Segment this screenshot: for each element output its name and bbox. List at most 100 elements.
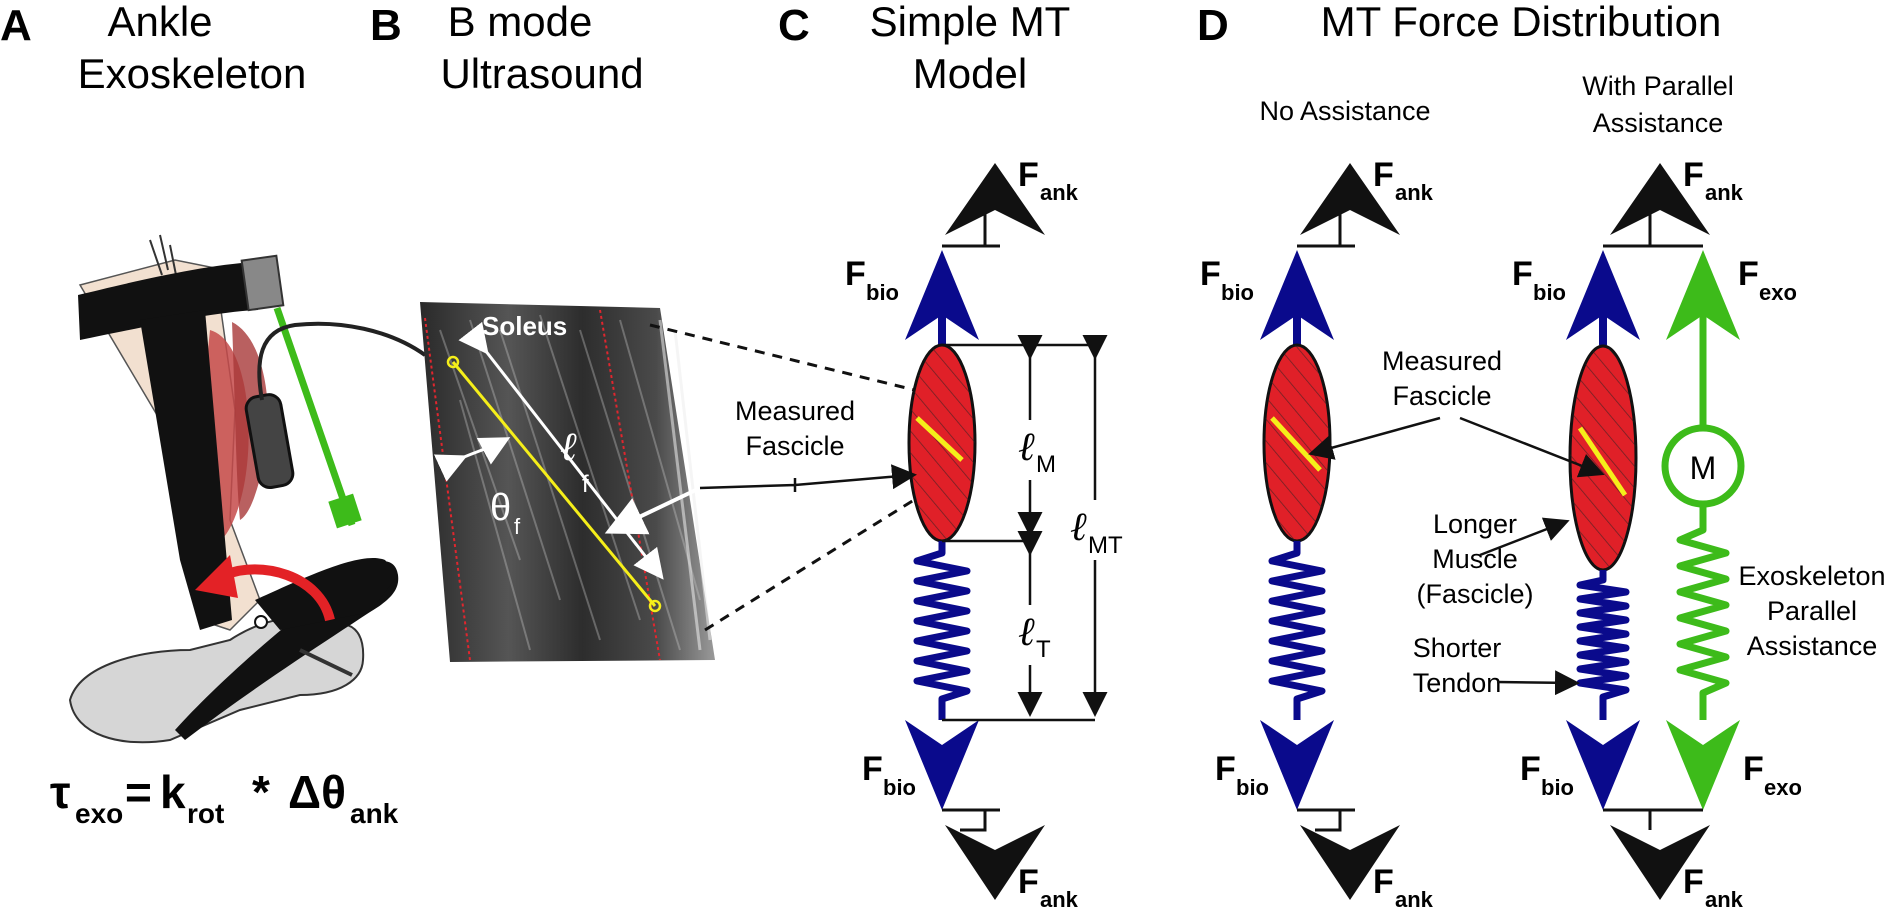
exo-spring-cable [273, 306, 356, 527]
d2-top-bio-arrow [1566, 250, 1640, 340]
d1-tendon-spring [1268, 541, 1326, 720]
exoskeleton-illustration [68, 234, 427, 744]
fascicle-length-symbol: ℓ [560, 424, 577, 470]
c-top-bio-F: F [845, 255, 866, 293]
panel-c-title-line2: Model [913, 50, 1027, 97]
d2-bottom-exo-sub: exo [1764, 775, 1802, 800]
d1-bottom-bio-sub: bio [1236, 775, 1269, 800]
lT-sub: T [1036, 636, 1051, 663]
d1-bottom-ank-F: F [1373, 863, 1394, 901]
d2-bottom-exo-F: F [1743, 750, 1764, 788]
d2-top-exo-arrow [1666, 250, 1740, 340]
pennation-angle-arc [433, 437, 511, 482]
c-top-ank-arrow [945, 163, 1045, 235]
exo-torque-equation: τ exo = k rot * Δθ ank [50, 766, 399, 829]
lM-sub: M [1036, 451, 1056, 478]
eq-k: k [160, 766, 186, 818]
panel-d-header: D MT Force Distribution [1197, 0, 1721, 50]
panel-letter-d: D [1197, 1, 1229, 50]
d2-bottom-bio-arrow [1566, 720, 1640, 810]
longer-line1: Longer [1433, 509, 1517, 539]
c-tendon-spring [913, 541, 971, 720]
c-bottom-ank-F: F [1018, 863, 1039, 901]
c-top-bio-sub: bio [866, 280, 899, 305]
shorter-line2: Tendon [1413, 668, 1502, 698]
panel-letter-c: C [778, 1, 810, 50]
c-measured-line2: Fascicle [745, 431, 844, 461]
d1-bottom-bio-arrow [1260, 720, 1334, 810]
d1-top-bio-F: F [1200, 255, 1221, 293]
c-bottom-ank-arrow [945, 825, 1045, 900]
no-assistance-label: No Assistance [1259, 96, 1430, 126]
panel-b-title-line2: Ultrasound [440, 50, 643, 97]
d2-bottom-bio-F: F [1520, 750, 1541, 788]
exo-line3: Assistance [1747, 631, 1878, 661]
d2-bottom-exo-arrow [1666, 720, 1740, 810]
eq-tau: τ [50, 766, 71, 818]
d2-bottom-ank-sub: ank [1705, 887, 1744, 912]
panel-b-header: B B mode Ultrasound [370, 0, 644, 97]
pennation-angle-sub: f [514, 514, 521, 539]
d2-top-exo-sub: exo [1759, 280, 1797, 305]
eq-k-sub: rot [187, 798, 224, 829]
longer-line3: (Fascicle) [1416, 579, 1533, 609]
fascicle-length-sub: f [582, 471, 589, 498]
eq-equals: = [125, 766, 152, 818]
ultrasound-image: Soleus ℓ f θ f [420, 302, 715, 662]
d1-top-bio-arrow [1260, 250, 1334, 340]
cuff-strap [78, 262, 258, 340]
eq-tau-sub: exo [75, 798, 123, 829]
force-distribution: No Assistance With Parallel Assistance F… [1200, 71, 1886, 912]
with-parallel-line1: With Parallel [1582, 71, 1734, 101]
panel-d-title: MT Force Distribution [1321, 0, 1722, 45]
d2-exo-spring [1676, 504, 1730, 720]
lMT-symbol: ℓ [1070, 504, 1087, 550]
d2-bottom-bio-sub: bio [1541, 775, 1574, 800]
c-fascicle [915, 416, 964, 462]
d1-top-bio-sub: bio [1221, 280, 1254, 305]
fascicle-length-arrow [458, 321, 664, 580]
svg-text:τ: τ [50, 766, 71, 818]
panel-a-header: A Ankle Exoskeleton [0, 0, 306, 97]
d1-top-ank-F: F [1373, 156, 1394, 194]
spring-anchor [240, 254, 285, 312]
shank-strut [140, 310, 232, 630]
simple-mt-model: F ank F bio F bio F ank ℓ M ℓ T ℓ MT Mea… [699, 156, 1130, 912]
c-bottom-bio-arrow [905, 720, 979, 810]
d-measured-line2: Fascicle [1392, 381, 1491, 411]
panel-letter-b: B [370, 1, 402, 50]
exo-spring-clutch [328, 493, 362, 529]
d2-top-bio-F: F [1512, 255, 1533, 293]
c-measured-line1: Measured [735, 396, 855, 426]
panel-letter-a: A [0, 1, 32, 50]
panel-c-header: C Simple MT Model [778, 0, 1070, 97]
d-measured-line1: Measured [1382, 346, 1502, 376]
lM-symbol: ℓ [1018, 424, 1035, 470]
c-top-ank-F: F [1018, 156, 1039, 194]
exo-line1: Exoskeleton [1738, 561, 1885, 591]
panel-c-title-line1: Simple MT [870, 0, 1071, 45]
soleus-label: Soleus [482, 311, 567, 341]
d1-bottom-bio-F: F [1215, 750, 1236, 788]
d2-top-bio-sub: bio [1533, 280, 1566, 305]
motor-label: M [1690, 450, 1717, 486]
panel-a-title-line2: Exoskeleton [78, 50, 307, 97]
longer-line2: Muscle [1432, 544, 1518, 574]
ultrasound-frame [420, 302, 715, 662]
lMT-sub: MT [1088, 532, 1123, 559]
d1-top-ank-sub: ank [1395, 180, 1434, 205]
panel-b-title-line1: B mode [448, 0, 593, 45]
d2-bottom-ank-F: F [1683, 863, 1704, 901]
c-top-ank-sub: ank [1040, 180, 1079, 205]
with-parallel-line2: Assistance [1593, 108, 1724, 138]
eq-times: * [252, 766, 270, 818]
d2-top-exo-F: F [1738, 255, 1759, 293]
ankle-pivot [254, 615, 268, 629]
d1-bottom-ank-sub: ank [1395, 887, 1434, 912]
c-bottom-ank-sub: ank [1040, 887, 1079, 912]
eq-delta-sub: ank [350, 798, 399, 829]
c-bottom-bio-sub: bio [883, 775, 916, 800]
panel-a-title-line1: Ankle [107, 0, 212, 45]
